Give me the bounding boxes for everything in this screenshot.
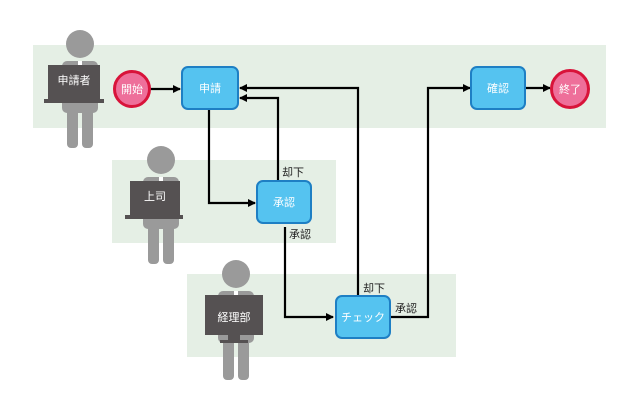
apply-node[interactable]: 申請 xyxy=(181,66,239,110)
edge-label-approve-reject: 却下 xyxy=(282,166,304,179)
actor-label-boss: 上司 xyxy=(144,190,166,203)
boss-person-icon xyxy=(125,146,183,264)
actor-label-accounting: 経理部 xyxy=(217,311,251,324)
edge-approve-apply xyxy=(239,94,280,180)
confirm-node[interactable]: 確認 xyxy=(470,66,526,110)
end-node[interactable]: 終了 xyxy=(550,69,590,109)
edge-approve-check xyxy=(283,227,334,321)
accounting-person-icon xyxy=(205,260,263,380)
actor-label-applicant: 申請者 xyxy=(57,74,91,87)
edge-label-check-reject: 却下 xyxy=(363,282,385,295)
edge-check-confirm xyxy=(390,84,471,319)
edge-label-check-approve: 承認 xyxy=(395,302,417,315)
edge-check-apply xyxy=(239,84,360,295)
applicant-person-icon xyxy=(44,30,104,148)
edge-label-approve-approve: 承認 xyxy=(289,228,311,241)
approve-node[interactable]: 承認 xyxy=(256,180,312,224)
edge-apply-approve xyxy=(207,110,256,207)
check-node[interactable]: チェック xyxy=(335,295,391,339)
start-node[interactable]: 開始 xyxy=(113,70,151,108)
